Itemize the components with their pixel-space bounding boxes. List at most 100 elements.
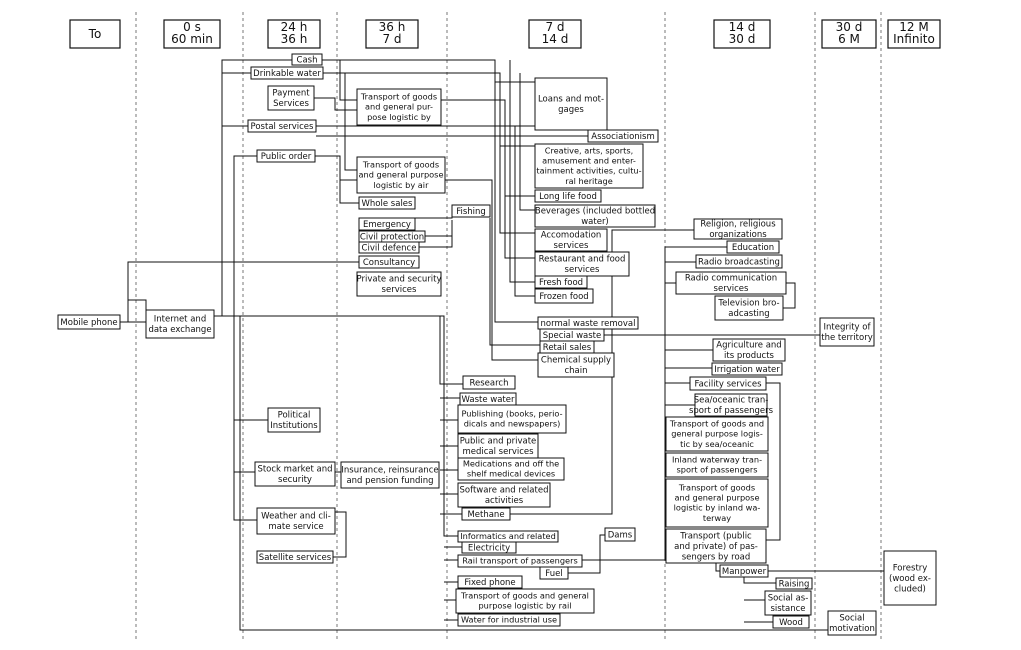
node-label: Manpower bbox=[722, 567, 767, 577]
node-mobile: Mobile phone bbox=[57, 314, 121, 330]
node-label: amusement and enter- bbox=[542, 156, 636, 166]
node-label: Fuel bbox=[545, 569, 562, 579]
node-label: services bbox=[382, 285, 417, 295]
node-label: sport of passengers bbox=[677, 465, 758, 475]
node-label: Special waste bbox=[543, 331, 601, 341]
node-label: tic by sea/oceanic bbox=[680, 439, 754, 449]
time-header-label: 14 d bbox=[729, 20, 756, 34]
node-label: Sea/oceanic tran- bbox=[694, 396, 769, 406]
node-label: Accomodation bbox=[541, 231, 602, 241]
node-whole-sales: Whole sales bbox=[358, 196, 416, 210]
node-label: Loans and mot- bbox=[538, 95, 604, 105]
node-label: Research bbox=[470, 378, 509, 388]
node-label: Transport (public bbox=[679, 531, 752, 541]
node-label: services bbox=[565, 265, 600, 275]
connector-line bbox=[415, 210, 453, 219]
node-label: Waste water bbox=[462, 395, 515, 405]
node-label: Agriculture and bbox=[716, 341, 781, 351]
node-label: purpose logistic by rail bbox=[478, 601, 571, 611]
node-special-waste: Special waste bbox=[539, 328, 605, 342]
connector-line bbox=[519, 73, 535, 211]
node-label: sistance bbox=[770, 604, 805, 614]
node-label: the territory bbox=[821, 333, 872, 343]
node-label: Transport of goods bbox=[678, 482, 755, 492]
connector-line bbox=[214, 315, 463, 385]
node-label: Public and private bbox=[460, 437, 537, 447]
node-label: Private and security bbox=[357, 275, 442, 285]
node-television: Television bro-adcasting bbox=[714, 295, 784, 321]
connector-line bbox=[323, 72, 535, 147]
node-label: Raising bbox=[779, 579, 810, 589]
connector-line bbox=[233, 316, 257, 521]
node-label: Weather and cli- bbox=[261, 512, 331, 522]
node-label: water) bbox=[581, 217, 609, 227]
node-sea-passengers: Sea/oceanic tran-sport of passengers bbox=[689, 393, 774, 417]
node-label: Wood bbox=[779, 618, 803, 628]
connector-line bbox=[494, 60, 538, 323]
connector-line bbox=[127, 299, 147, 322]
time-header: 14 d30 d bbox=[713, 19, 771, 49]
node-label: Social as- bbox=[768, 594, 809, 604]
node-label: Irrigation water bbox=[714, 365, 780, 375]
node-label: Long life food bbox=[539, 192, 597, 202]
node-label: (wood ex- bbox=[889, 574, 931, 584]
node-label: Services bbox=[273, 99, 309, 109]
node-label: and pension funding bbox=[346, 476, 433, 486]
node-label: Informatics and related bbox=[460, 531, 556, 541]
node-label: Forestry bbox=[893, 563, 928, 573]
time-header-label: 12 M bbox=[899, 20, 928, 34]
node-label: Chemical supply bbox=[541, 356, 611, 366]
node-label: Payment bbox=[272, 89, 310, 99]
node-label: logistic by inland wa- bbox=[674, 503, 761, 513]
node-fresh-food: Fresh food bbox=[534, 275, 588, 289]
connector-line bbox=[239, 316, 828, 631]
node-label: Religion, religious bbox=[700, 220, 776, 230]
node-label: Consultancy bbox=[363, 258, 415, 268]
node-label: general purpose logis- bbox=[671, 429, 763, 439]
node-label: services bbox=[714, 284, 749, 294]
connector-line bbox=[440, 315, 458, 537]
connector-line bbox=[419, 220, 453, 248]
time-header-label: To bbox=[88, 27, 102, 41]
connector-line bbox=[445, 179, 538, 361]
time-header-label: 6 M bbox=[838, 32, 860, 46]
node-label: Integrity of bbox=[824, 323, 872, 333]
node-facility: Facility services bbox=[689, 376, 767, 391]
node-long-life-food: Long life food bbox=[534, 189, 602, 203]
node-normal-waste: normal waste removal bbox=[537, 316, 639, 330]
node-label: and general purpose bbox=[675, 493, 760, 503]
node-waste-water: Waste water bbox=[459, 392, 517, 406]
connector-lines bbox=[120, 59, 884, 631]
node-label: tainment activities, cultu- bbox=[536, 166, 641, 176]
node-label: logistic by air bbox=[374, 180, 430, 190]
node-label: Radio communication bbox=[685, 274, 777, 284]
connector-line bbox=[568, 534, 605, 574]
node-label: Emergency bbox=[363, 220, 411, 230]
node-label: Dams bbox=[608, 530, 633, 540]
node-methane: Methane bbox=[461, 507, 511, 521]
time-header-label: 24 h bbox=[281, 20, 308, 34]
node-label: Restaurant and food bbox=[539, 255, 626, 265]
node-civil-defence: Civil defence bbox=[358, 241, 420, 254]
node-label: Television bro- bbox=[717, 299, 779, 309]
connector-line bbox=[715, 563, 720, 572]
node-label: Transport of goods bbox=[360, 91, 437, 101]
node-label: gages bbox=[558, 105, 584, 115]
connector-line bbox=[233, 155, 257, 316]
node-publishing: Publishing (books, perio-dicals and news… bbox=[457, 404, 567, 434]
node-emergency: Emergency bbox=[358, 217, 416, 231]
node-label: Fresh food bbox=[539, 278, 583, 288]
node-loans: Loans and mot-gages bbox=[534, 77, 608, 131]
node-label: Fixed phone bbox=[464, 578, 515, 588]
node-label: Transport of goods and bbox=[669, 418, 764, 428]
